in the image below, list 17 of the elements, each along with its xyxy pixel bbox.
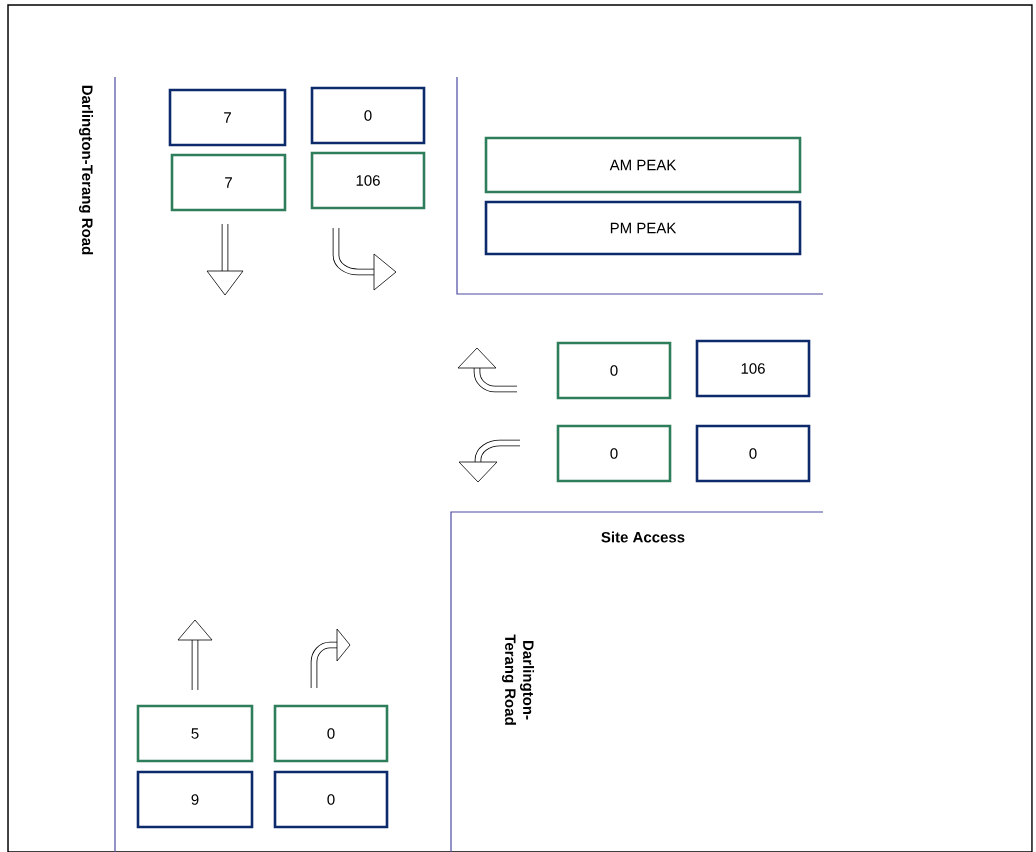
volume-box: 106 <box>310 151 426 210</box>
legend-item: PM PEAK <box>484 200 802 256</box>
volume-box: 106 <box>695 339 811 398</box>
volume-box: 0 <box>273 770 389 829</box>
road-name: Darlington-Terang Road <box>78 85 94 255</box>
volume-box: 7 <box>170 153 287 212</box>
volume-box: 5 <box>136 704 254 763</box>
volume-box: 9 <box>136 770 254 829</box>
road-name: Site Access <box>601 531 685 543</box>
legend-item: AM PEAK <box>484 136 802 194</box>
volume-box: 0 <box>695 424 811 483</box>
volume-box: 7 <box>168 88 287 147</box>
volume-box: 0 <box>310 86 426 145</box>
volume-box: 0 <box>273 704 389 763</box>
volume-box: 0 <box>556 424 672 483</box>
road-name: Darlington-Terang Road <box>502 634 535 725</box>
volume-box: 0 <box>556 341 672 400</box>
